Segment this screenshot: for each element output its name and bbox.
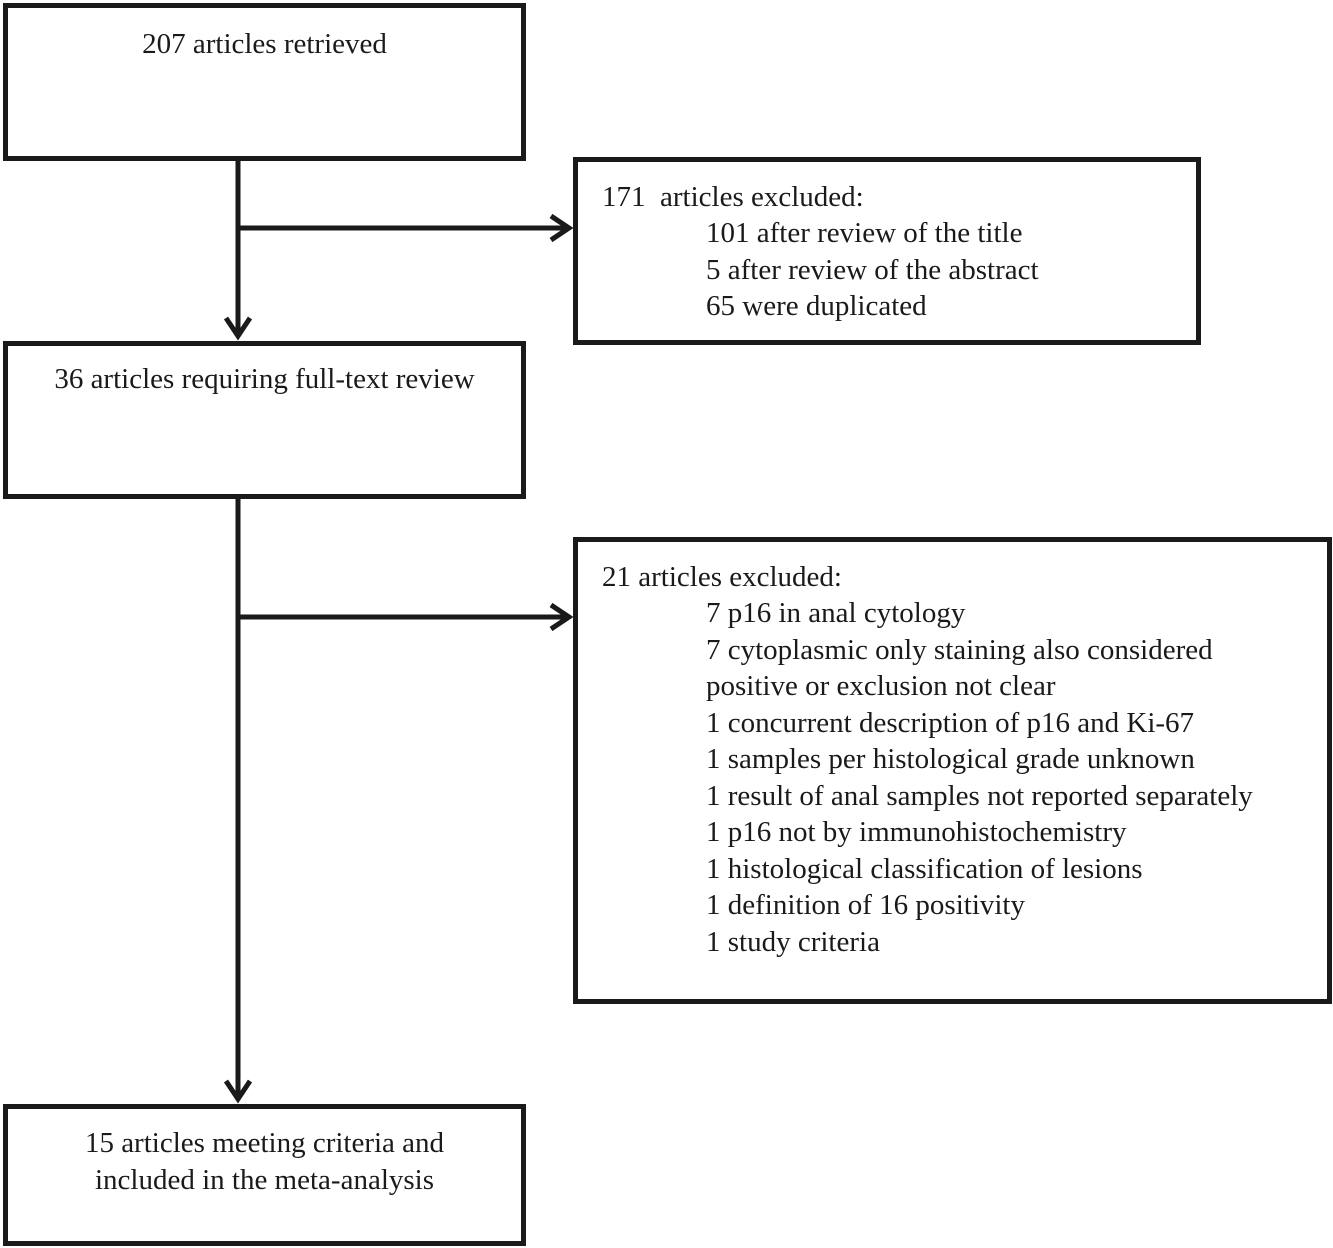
excluded-second-item: 1 result of anal samples not reported se… xyxy=(706,779,1253,812)
included-text-line: 15 articles meeting criteria and xyxy=(84,1127,445,1159)
excluded-second-list: 7 p16 in anal cytology 7 cytoplasmic onl… xyxy=(706,595,1253,960)
retrieved-box: 207 articles retrieved xyxy=(3,3,526,161)
excluded-second-item: 1 study criteria xyxy=(706,925,880,958)
excluded-second-item: positive or exclusion not clear xyxy=(706,670,1056,702)
excluded-first-list: 101 after review of the title 5 after re… xyxy=(706,215,1039,325)
excluded-second-item: 1 histological classification of lesions xyxy=(706,852,1143,885)
excluded-second-item: 7 cytoplasmic only staining also conside… xyxy=(706,633,1213,666)
arrowhead-excluded-first xyxy=(549,213,574,243)
excluded-second-box: 21 articles excluded: 7 p16 in anal cyto… xyxy=(573,537,1332,1004)
excluded-second-item: 7 p16 in anal cytology xyxy=(706,597,966,629)
arrowhead-excluded-second xyxy=(549,602,574,632)
excluded-second-item: 1 definition of 16 positivity xyxy=(706,889,1025,921)
excluded-second-item: 1 p16 not by immunohistochemistry xyxy=(706,816,1127,848)
arrowhead-included xyxy=(223,1079,253,1104)
retrieved-text: 207 articles retrieved xyxy=(142,28,387,60)
included-text-line: included in the meta-analysis xyxy=(94,1163,435,1196)
excluded-first-heading: 171 articles excluded: xyxy=(602,181,864,213)
included-box: 15 articles meeting criteria and include… xyxy=(3,1104,526,1246)
full-text-review-text: 36 articles requiring full-text review xyxy=(54,363,475,395)
arrowhead-fulltext xyxy=(223,316,253,341)
excluded-first-item: 65 were duplicated xyxy=(706,290,927,322)
included-text: 15 articles meeting criteria and include… xyxy=(8,1125,521,1198)
excluded-second-heading: 21 articles excluded: xyxy=(602,561,842,593)
full-text-review-box: 36 articles requiring full-text review xyxy=(3,341,526,499)
excluded-first-item: 5 after review of the abstract xyxy=(706,253,1039,286)
excluded-first-box: 171 articles excluded: 101 after review … xyxy=(573,157,1201,345)
excluded-second-item: 1 samples per histological grade unknown xyxy=(706,743,1195,775)
excluded-first-item: 101 after review of the title xyxy=(706,217,1023,249)
excluded-second-item: 1 concurrent description of p16 and Ki-6… xyxy=(706,706,1195,739)
